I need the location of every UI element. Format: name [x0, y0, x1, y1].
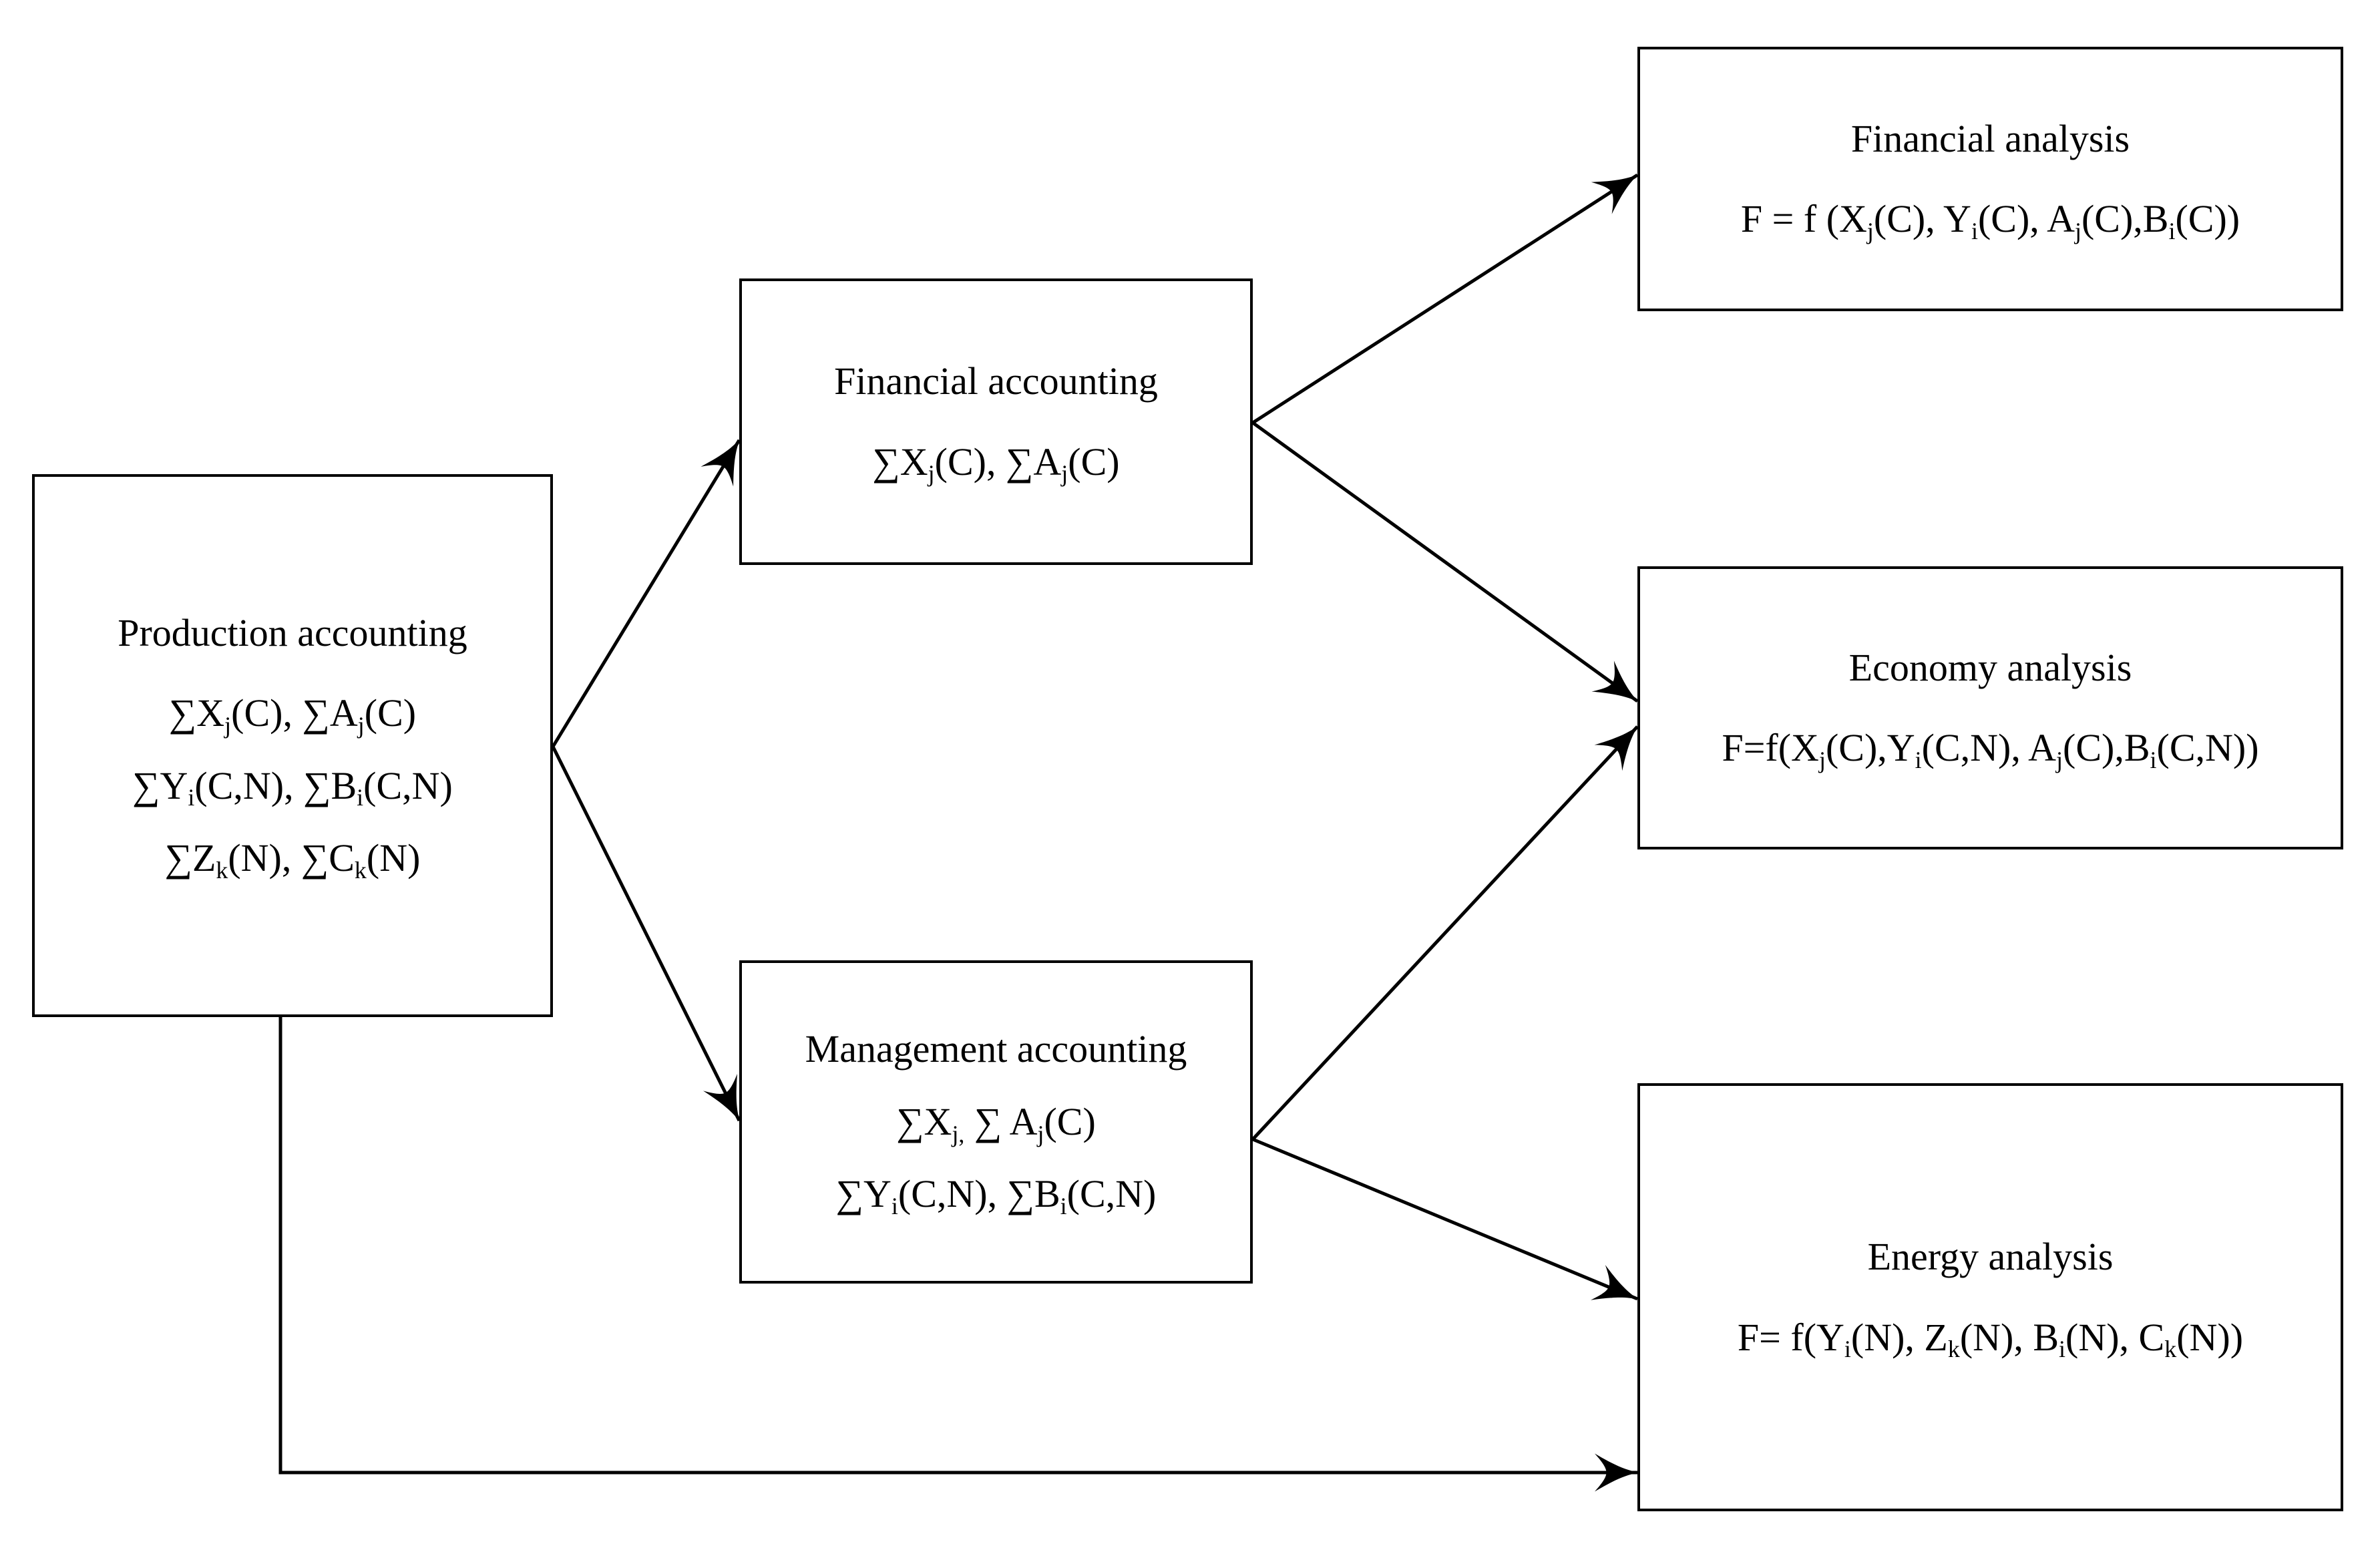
node-economy-analysis[interactable]: Economy analysis F=f(Xj(C),Yi(C,N), Aj(C…	[1637, 566, 2343, 849]
management-accounting-line-2: ∑Yi(C,N), ∑Bi(C,N)	[835, 1172, 1157, 1219]
production-accounting-line-3: ∑Zk(N), ∑Ck(N)	[164, 835, 421, 884]
edge-financial-accounting-fork	[1251, 173, 1639, 703]
node-financial-analysis[interactable]: Financial analysis F = f (Xj(C), Yi(C), …	[1637, 47, 2343, 311]
edge-prod-fork	[551, 439, 741, 1122]
edge-prod-to-energy-analysis	[278, 1017, 1639, 1492]
management-accounting-line-1: ∑Xj, ∑ Aj(C)	[896, 1099, 1096, 1147]
node-production-accounting[interactable]: Production accounting ∑Xj(C), ∑Aj(C) ∑Yi…	[32, 474, 553, 1017]
node-management-accounting[interactable]: Management accounting ∑Xj, ∑ Aj(C) ∑Yi(C…	[739, 960, 1253, 1284]
node-financial-accounting[interactable]: Financial accounting ∑Xj(C), ∑Aj(C)	[739, 278, 1253, 565]
management-accounting-title: Management accounting	[805, 1027, 1187, 1071]
financial-accounting-title: Financial accounting	[834, 359, 1158, 403]
edge-prod-to-financial-accounting	[551, 439, 741, 748]
economy-analysis-title: Economy analysis	[1848, 645, 2132, 689]
energy-analysis-title: Energy analysis	[1867, 1235, 2114, 1279]
edge-prod-to-energy-analysis-path	[278, 1017, 1639, 1492]
edge-financial-accounting-to-financial-analysis	[1251, 173, 1639, 425]
financial-analysis-title: Financial analysis	[1850, 116, 2130, 160]
production-accounting-title: Production accounting	[118, 610, 467, 654]
energy-analysis-formula: F= f(Yi(N), Zk(N), Bi(N), Ck(N))	[1737, 1315, 2244, 1363]
production-accounting-line-2: ∑Yi(C,N), ∑Bi(C,N)	[132, 763, 453, 811]
economy-analysis-formula: F=f(Xj(C),Yi(C,N), Aj(C),Bi(C,N))	[1722, 726, 2259, 773]
financial-analysis-formula: F = f (Xj(C), Yi(C), Aj(C),Bi(C))	[1740, 197, 2240, 244]
edge-management-accounting-fork	[1251, 725, 1639, 1301]
financial-accounting-line-1: ∑Xj(C), ∑Aj(C)	[872, 439, 1120, 488]
edge-management-accounting-to-energy-analysis	[1252, 1137, 1639, 1301]
node-energy-analysis[interactable]: Energy analysis F= f(Yi(N), Zk(N), Bi(N)…	[1637, 1083, 2343, 1511]
production-accounting-line-1: ∑Xj(C), ∑Aj(C)	[168, 691, 417, 739]
edge-financial-accounting-to-economy-analysis	[1251, 421, 1639, 703]
edge-prod-to-management-accounting	[551, 745, 741, 1122]
edge-management-accounting-to-economy-analysis	[1251, 725, 1639, 1141]
